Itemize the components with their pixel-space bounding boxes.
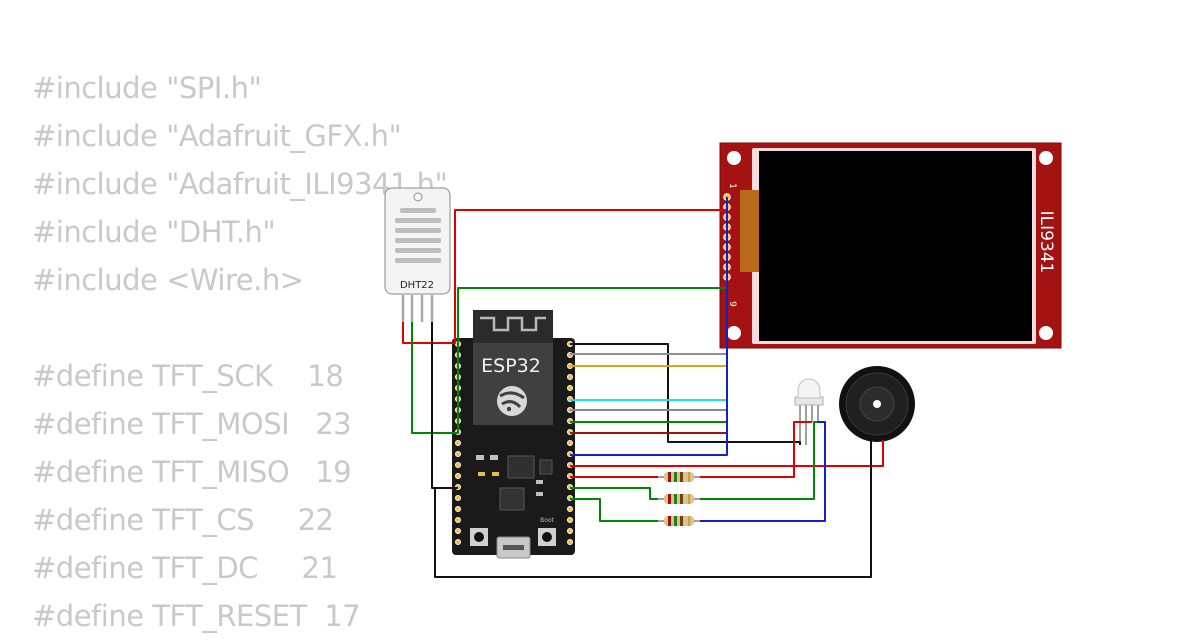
mount-hole: [1039, 326, 1053, 340]
boot-button[interactable]: [538, 528, 556, 546]
wire: [700, 421, 826, 522]
wire: [402, 209, 727, 344]
ili9341-display[interactable]: ILI9341 1 9: [719, 142, 1062, 349]
wire: [570, 487, 658, 500]
mount-hole: [1039, 151, 1053, 165]
code-line: #define TFT_MISO 19: [32, 455, 352, 489]
header-pin: [454, 472, 461, 479]
header-pin: [567, 528, 574, 535]
wire: [570, 440, 884, 467]
header-pin: [454, 439, 461, 446]
rgb-led[interactable]: [794, 378, 824, 445]
wiring: [402, 197, 884, 578]
buzzer[interactable]: [839, 366, 915, 442]
en-button[interactable]: [470, 528, 488, 546]
sensor-grille: [395, 208, 441, 263]
dht22-sensor[interactable]: DHT22: [384, 187, 451, 322]
header-pin: [567, 439, 574, 446]
header-pin: [567, 373, 574, 380]
display-label: ILI9341: [1036, 211, 1056, 274]
header-pin: [454, 450, 461, 457]
mount-hole: [727, 326, 741, 340]
header-pin: [454, 505, 461, 512]
code-line: #define TFT_RESET 17: [32, 599, 361, 633]
code-line: #include "DHT.h": [32, 215, 276, 249]
header-pin: [454, 517, 461, 524]
header-pin: [567, 517, 574, 524]
wire: [434, 440, 872, 578]
espressif-logo-icon: [497, 386, 527, 416]
header-pin: [454, 461, 461, 468]
display-pin-first: 1: [727, 183, 737, 189]
sensor-label: DHT22: [400, 280, 434, 291]
wire: [411, 287, 727, 434]
resistor[interactable]: [658, 472, 700, 482]
code-line: #include "Adafruit_ILI9341.h": [32, 167, 448, 201]
code-line: #define TFT_SCK 18: [32, 359, 344, 393]
resistor[interactable]: [658, 516, 700, 526]
code-line: #include "Adafruit_GFX.h": [32, 119, 402, 153]
wire: [570, 498, 658, 522]
header-pin: [567, 384, 574, 391]
display-pin-header: [723, 193, 731, 281]
wire: [431, 322, 458, 489]
wire: [700, 421, 818, 500]
mount-hole: [727, 151, 741, 165]
wire: [700, 421, 812, 478]
header-pin: [454, 494, 461, 501]
header-pin: [454, 539, 461, 546]
code-line: #include <Wire.h>: [32, 263, 304, 297]
code-line: #define TFT_MOSI 23: [32, 407, 352, 441]
header-pin: [567, 539, 574, 546]
header-pin: [454, 528, 461, 535]
resistor[interactable]: [658, 494, 700, 504]
esp32-board[interactable]: ESP32 Boot: [452, 310, 575, 559]
code-line: #define TFT_DC 21: [32, 551, 338, 585]
code-line: #include "SPI.h": [32, 71, 262, 105]
header-pin: [567, 505, 574, 512]
code-snippet: #include "SPI.h" #include "Adafruit_GFX.…: [32, 64, 448, 640]
boot-label: Boot: [540, 517, 554, 524]
code-line: #define TFT_CS 22: [32, 503, 334, 537]
mcu-label: ESP32: [481, 355, 541, 377]
wire: [570, 197, 728, 456]
display-pin-last: 9: [727, 301, 737, 307]
wire: [570, 343, 801, 445]
